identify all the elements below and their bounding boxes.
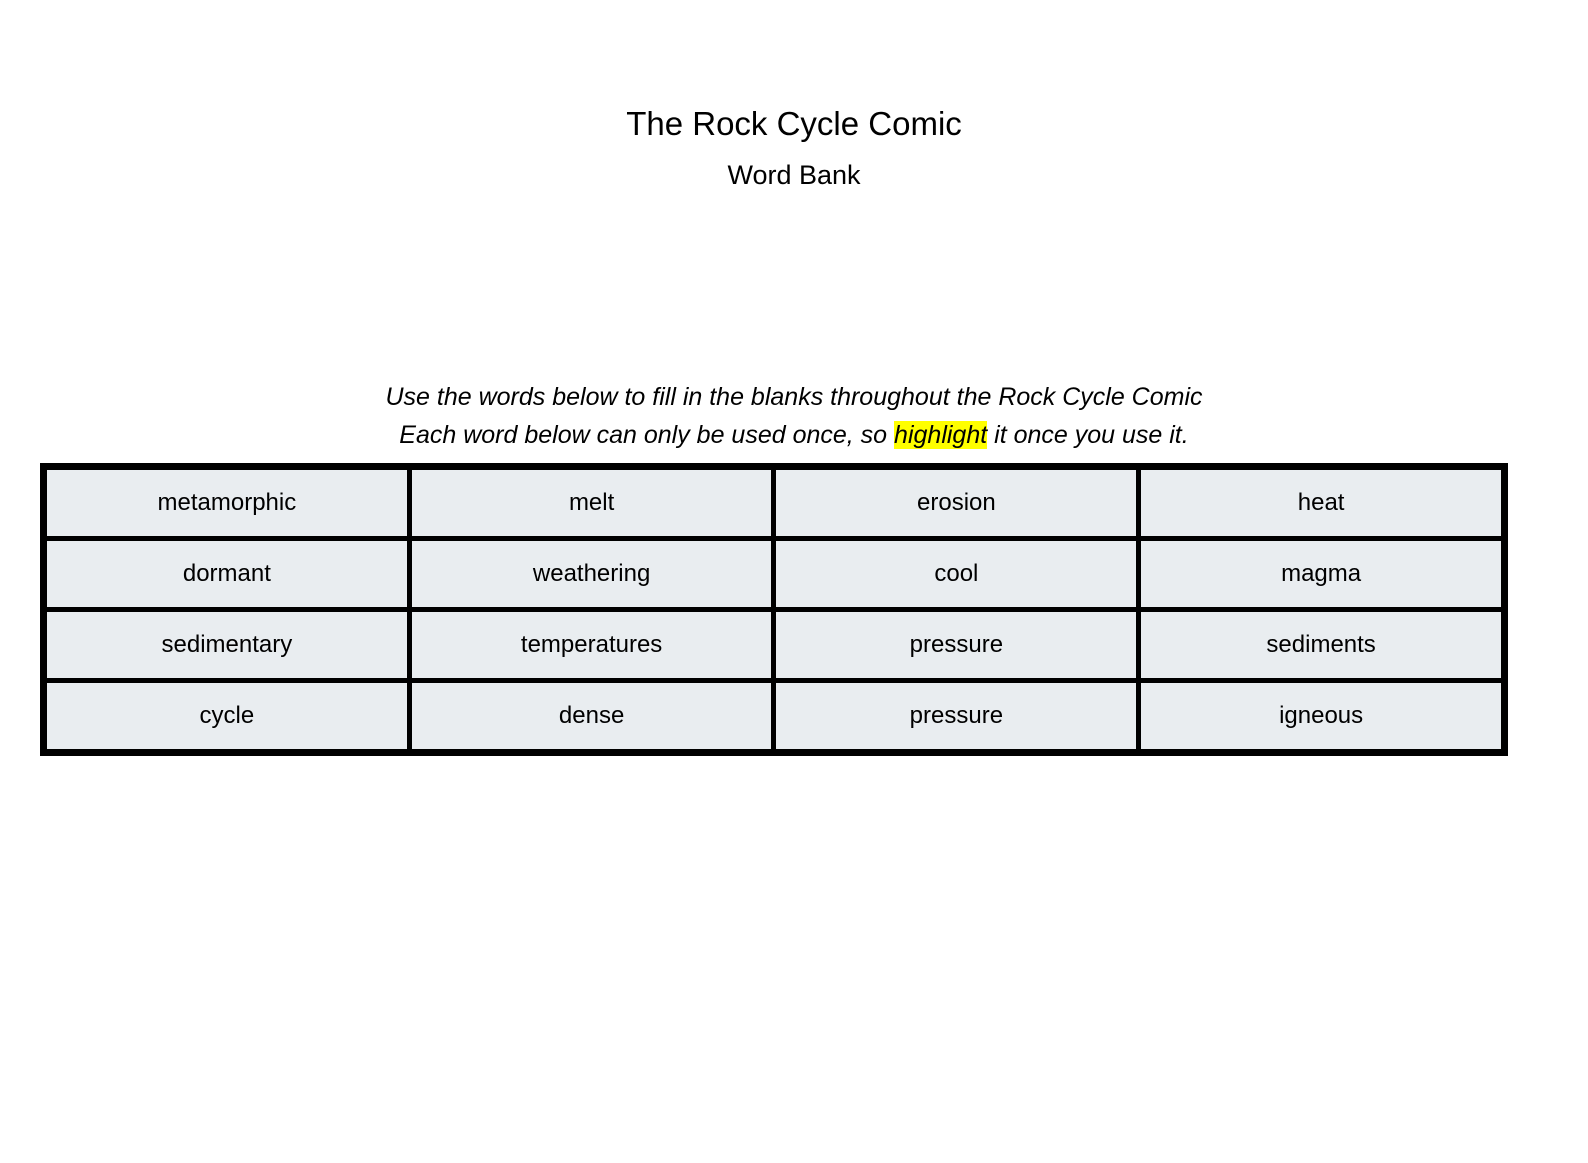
word-cell: heat bbox=[1136, 464, 1507, 541]
instructions-line-1: Use the words below to fill in the blank… bbox=[385, 383, 1203, 411]
word-cell: sediments bbox=[1136, 607, 1507, 683]
word-bank-row: sedimentary temperatures pressure sedime… bbox=[41, 607, 1507, 683]
word-cell: weathering bbox=[406, 536, 777, 612]
word-cell: magma bbox=[1136, 536, 1507, 612]
instructions-line-2-after: it once you use it. bbox=[987, 421, 1189, 449]
word-cell: cool bbox=[771, 536, 1142, 612]
instructions-line-2-before: Each word below can only be used once, s… bbox=[399, 421, 895, 449]
word-cell: erosion bbox=[771, 464, 1142, 541]
instructions-line-2: Each word below can only be used once, s… bbox=[0, 416, 1588, 454]
word-bank-row: metamorphic melt erosion heat bbox=[41, 464, 1507, 541]
word-cell: metamorphic bbox=[41, 464, 412, 541]
page-subtitle: Word Bank bbox=[727, 160, 861, 190]
word-cell: pressure bbox=[771, 607, 1142, 683]
word-cell: temperatures bbox=[406, 607, 777, 683]
word-cell: melt bbox=[406, 464, 777, 541]
instructions: Use the words below to fill in the blank… bbox=[0, 378, 1588, 454]
word-cell: pressure bbox=[771, 678, 1142, 755]
word-bank-row: cycle dense pressure igneous bbox=[41, 678, 1507, 755]
highlighted-word: highlight bbox=[894, 421, 988, 449]
word-bank-table: metamorphic melt erosion heat dormant we… bbox=[40, 463, 1508, 756]
word-cell: dense bbox=[406, 678, 777, 755]
word-bank-row: dormant weathering cool magma bbox=[41, 536, 1507, 612]
worksheet-page: The Rock Cycle Comic Word Bank Use the w… bbox=[0, 105, 1588, 756]
word-cell: igneous bbox=[1136, 678, 1507, 755]
page-title: The Rock Cycle Comic bbox=[626, 105, 962, 142]
word-cell: dormant bbox=[41, 536, 412, 612]
word-cell: sedimentary bbox=[41, 607, 412, 683]
word-cell: cycle bbox=[41, 678, 412, 755]
